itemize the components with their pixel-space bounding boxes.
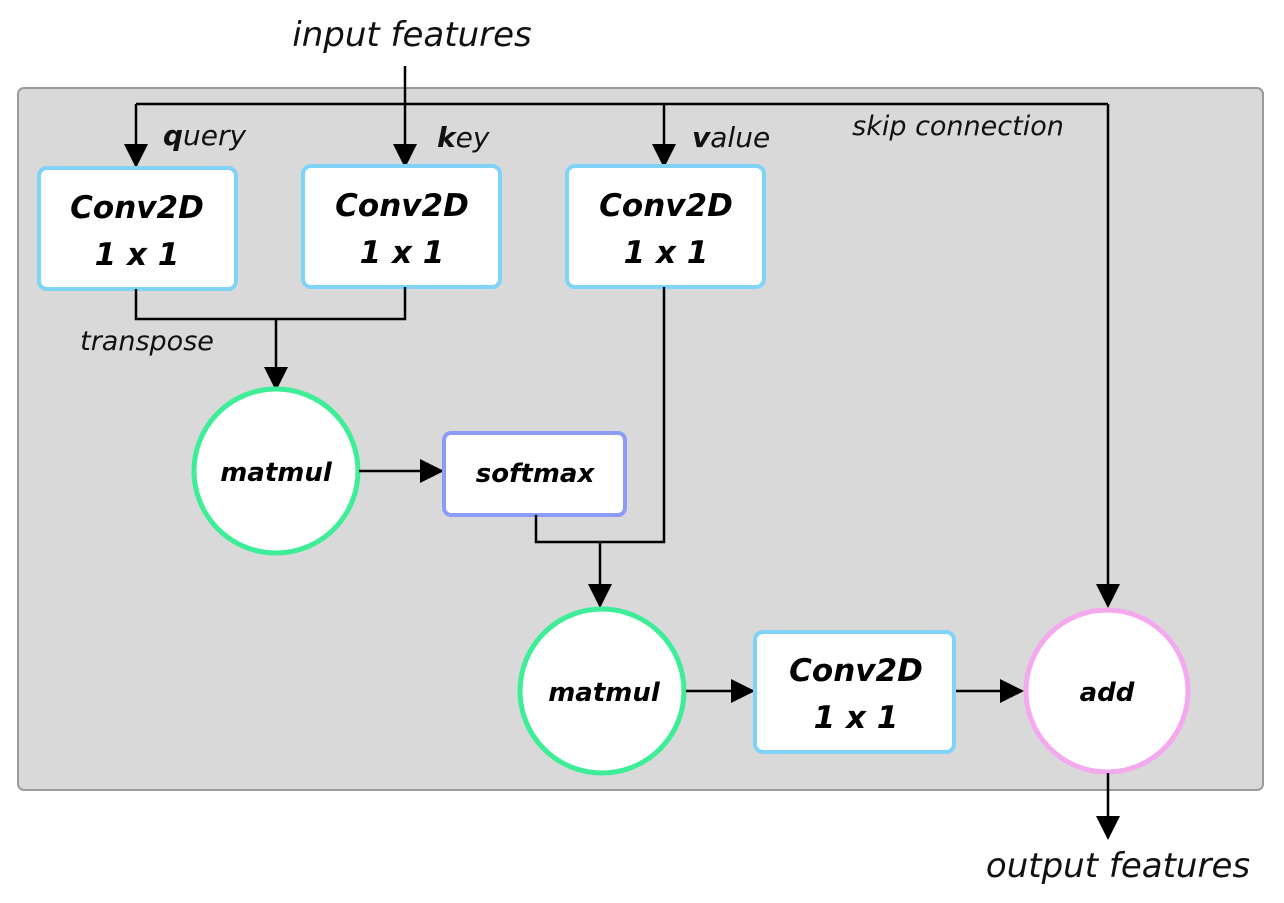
- matmul-1-node: matmul: [191, 386, 361, 556]
- conv-out-box: Conv2D 1 x 1: [753, 630, 956, 754]
- matmul-1-label: matmul: [220, 458, 333, 488]
- query-label-bold: q: [163, 119, 183, 152]
- matmul-2-node: matmul: [517, 606, 687, 776]
- softmax-label: softmax: [476, 459, 596, 489]
- conv-out-line1: Conv2D: [789, 653, 923, 689]
- value-label-bold: v: [692, 121, 711, 154]
- query-key-merge-line: [134, 287, 407, 321]
- skip-connection-label: skip connection: [852, 111, 1064, 142]
- key-label-rest: ey: [456, 121, 490, 154]
- conv-key-line2: 1 x 1: [360, 235, 445, 271]
- softmax-box: softmax: [442, 431, 627, 517]
- matmul-2-label: matmul: [548, 678, 661, 708]
- add-node: add: [1023, 607, 1191, 775]
- value-down-line: [600, 287, 666, 544]
- output-features-label: output features: [986, 846, 1250, 886]
- softmax-down-line: [534, 515, 600, 544]
- conv-value-line2: 1 x 1: [624, 235, 709, 271]
- value-label-rest: alue: [710, 121, 770, 154]
- conv-out-line2: 1 x 1: [814, 700, 899, 736]
- key-label: key: [437, 121, 490, 154]
- conv-key-line1: Conv2D: [335, 188, 469, 224]
- key-label-bold: k: [437, 121, 458, 154]
- transpose-label: transpose: [80, 326, 214, 357]
- query-label: query: [163, 119, 247, 152]
- conv-value-box: Conv2D 1 x 1: [565, 164, 766, 289]
- input-features-label: input features: [292, 15, 531, 55]
- conv-key-box: Conv2D 1 x 1: [301, 164, 502, 289]
- conv-query-box: Conv2D 1 x 1: [37, 166, 238, 291]
- conv-value-line1: Conv2D: [599, 188, 733, 224]
- conv-query-line2: 1 x 1: [95, 237, 180, 273]
- query-label-rest: uery: [183, 119, 246, 152]
- conv-query-line1: Conv2D: [70, 190, 204, 226]
- add-label: add: [1080, 678, 1135, 708]
- value-label: value: [692, 121, 770, 154]
